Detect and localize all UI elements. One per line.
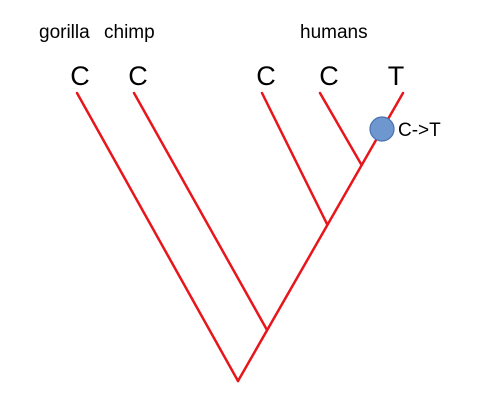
branch-gorilla — [75, 91, 240, 383]
tip-gorilla-base: C — [70, 61, 90, 91]
label-gorilla: gorilla — [39, 22, 90, 43]
mutation-marker — [369, 116, 395, 142]
branch-chimp — [132, 91, 269, 332]
label-humans: humans — [300, 22, 368, 43]
branch-human-1 — [260, 91, 329, 226]
branch-human-2 — [318, 91, 363, 166]
tip-human-1-base: C — [256, 61, 276, 91]
mutation-label: C->T — [398, 120, 441, 141]
branch-human-ancestor — [236, 91, 405, 383]
tip-chimp-base: C — [128, 61, 148, 91]
tip-human-2-base: C — [319, 61, 339, 91]
tip-human-3-base: T — [387, 61, 405, 91]
tree-branches — [75, 91, 405, 383]
label-chimp: chimp — [104, 22, 155, 43]
